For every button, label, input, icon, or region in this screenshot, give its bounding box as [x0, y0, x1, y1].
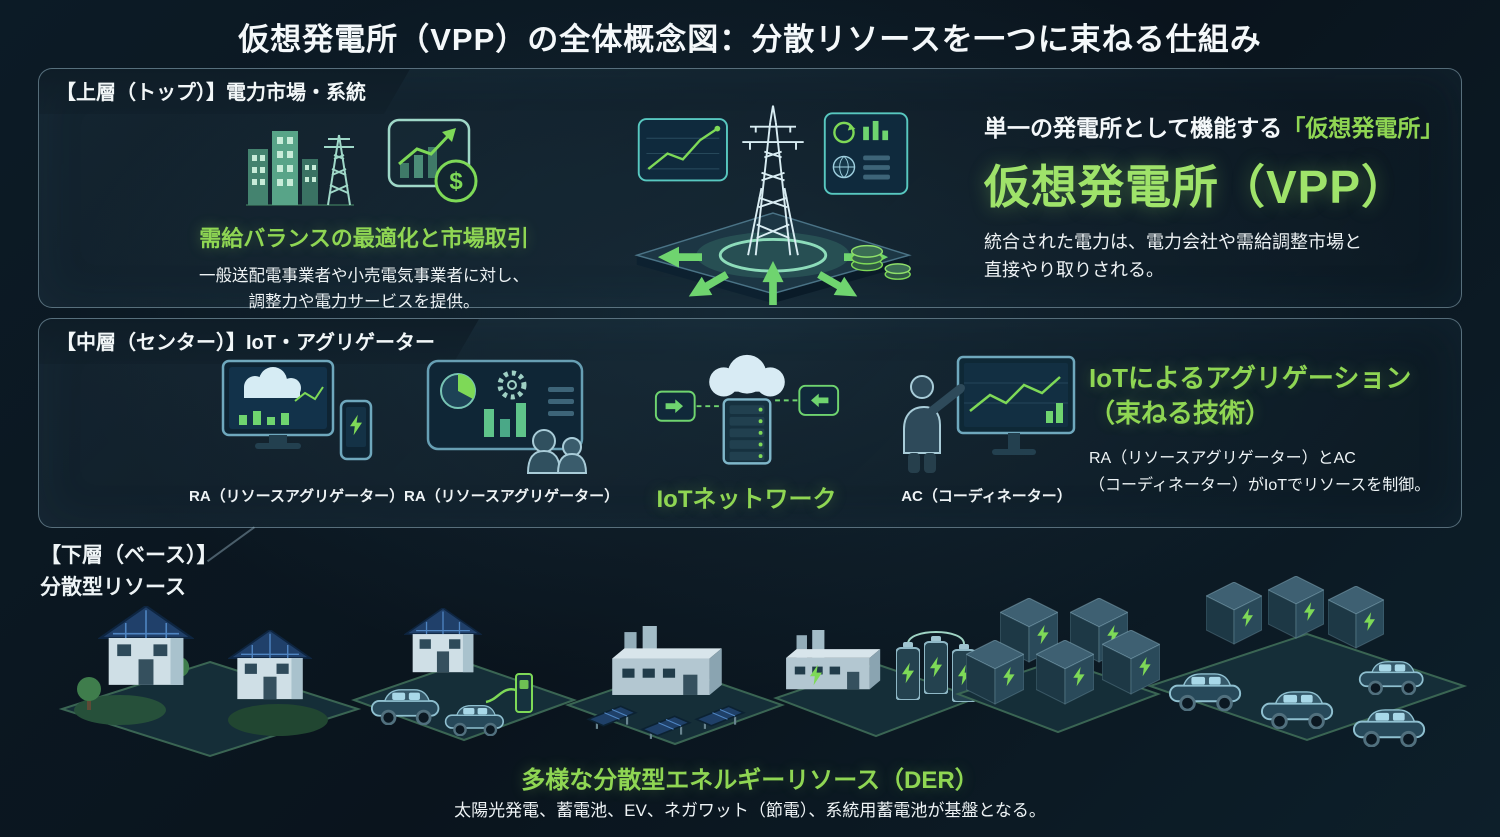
ac-operator-monitor-icon	[903, 355, 1076, 473]
ra1-caption: RA（リソースアグリゲーター）	[189, 488, 405, 505]
bottom-layer-label-1: 【下層（ベース）】	[40, 544, 218, 567]
aggregation-heading-1: IoTによるアグリゲーション	[1089, 363, 1412, 393]
ra1-column: RA（リソースアグリゲーター）	[189, 347, 404, 506]
bottom-layer-label: 【下層（ベース）】 分散型リソース	[40, 540, 217, 603]
iot-caption: IoTネットワーク	[656, 486, 837, 513]
vpp-subtitle-quoted: 「仮想発電所」	[1282, 115, 1444, 141]
market-block: $ 需給バランスの最適化と市場取引 一般送配電事業者や小売電気事業者に対し、 調…	[129, 111, 599, 316]
ra-dashboard-team-icon	[426, 359, 588, 474]
market-icons: $	[129, 111, 599, 209]
battery-ev-fleet-illustration	[1146, 576, 1468, 747]
iot-cloud-server-icon	[654, 354, 839, 465]
ra2-column: RA（リソースアグリゲーター）	[404, 347, 619, 506]
middle-layer-label: 【中層（センター）】IoT・アグリゲーター	[39, 319, 479, 364]
aggregation-desc-2: （コーディネーター）がIoTでリソースを制御。	[1089, 477, 1431, 495]
aggregation-desc: RA（リソースアグリゲーター）とAC （コーディネーター）がIoTでリソースを制…	[1089, 445, 1484, 499]
grid-battery-illustration	[955, 584, 1161, 734]
svg-text:$: $	[449, 168, 463, 195]
vpp-subtitle-plain: 単一の発電所として機能する	[984, 115, 1283, 141]
aggregation-block: IoTによるアグリゲーション （束ねる技術） RA（リソースアグリゲーター）とA…	[1089, 361, 1484, 500]
coin-stacks	[850, 244, 911, 280]
house-ev-charging-illustration	[351, 608, 577, 742]
der-description: 太陽光発電、蓄電池、EV、ネガワット（節電）、系統用蓄電池が基盤となる。	[454, 801, 1046, 820]
market-heading: 需給バランスの最適化と市場取引	[199, 226, 529, 251]
ac-column: AC（コーディネーター）	[879, 347, 1094, 506]
der-heading: 多様な分散型エネルギーリソース（DER）	[521, 767, 979, 794]
factory-battery-illustration	[773, 630, 979, 738]
ev-charger	[485, 673, 533, 713]
market-desc-1: 一般送配電事業者や小売電気事業者に対し、	[199, 267, 529, 285]
chart-card-left	[637, 118, 728, 182]
iot-column: IoTネットワーク	[639, 347, 854, 514]
aggregation-desc-1: RA（リソースアグリゲーター）とAC	[1089, 450, 1356, 468]
vpp-grid-tower-illustration	[634, 105, 912, 306]
bottom-layer-label-2: 分散型リソース	[40, 575, 186, 599]
page-title: 仮想発電所（VPP）の全体概念図：分散リソースを一つに束ねる仕組み	[238, 22, 1262, 57]
solar-houses-illustration	[58, 606, 362, 758]
top-layer-panel: 【上層（トップ）】電力市場・系統	[38, 68, 1462, 311]
ra-monitor-cloud-icon	[221, 359, 372, 461]
market-chart-dollar-icon: $	[387, 118, 478, 203]
vpp-block: 単一の発電所として機能する「仮想発電所」 仮想発電所（VPP） 統合された電力は…	[984, 109, 1479, 285]
chart-card-right	[823, 112, 909, 195]
middle-layer-panel: 【中層（センター）】IoT・アグリゲーター	[38, 318, 1462, 528]
aggregation-heading-2: （束ねる技術）	[1089, 398, 1272, 429]
ra2-caption: RA（リソースアグリゲーター）	[404, 488, 620, 505]
vpp-subtitle: 単一の発電所として機能する「仮想発電所」	[984, 109, 1479, 143]
ac-caption: AC（コーディネーター）	[901, 488, 1072, 505]
factory-solar-illustration	[565, 626, 785, 746]
top-layer-label: 【上層（トップ）】電力市場・系統	[39, 69, 410, 114]
vpp-desc-1: 統合された電力は、電力会社や需給調整市場と	[984, 232, 1362, 252]
market-desc-2: 調整力や電力サービスを提供。	[248, 293, 480, 312]
city-grid-icon	[246, 131, 354, 206]
vpp-desc-2: 直接やり取りされる。	[984, 259, 1164, 280]
vpp-illustration-block	[601, 73, 945, 307]
vpp-heading: 仮想発電所（VPP）	[984, 161, 1409, 213]
